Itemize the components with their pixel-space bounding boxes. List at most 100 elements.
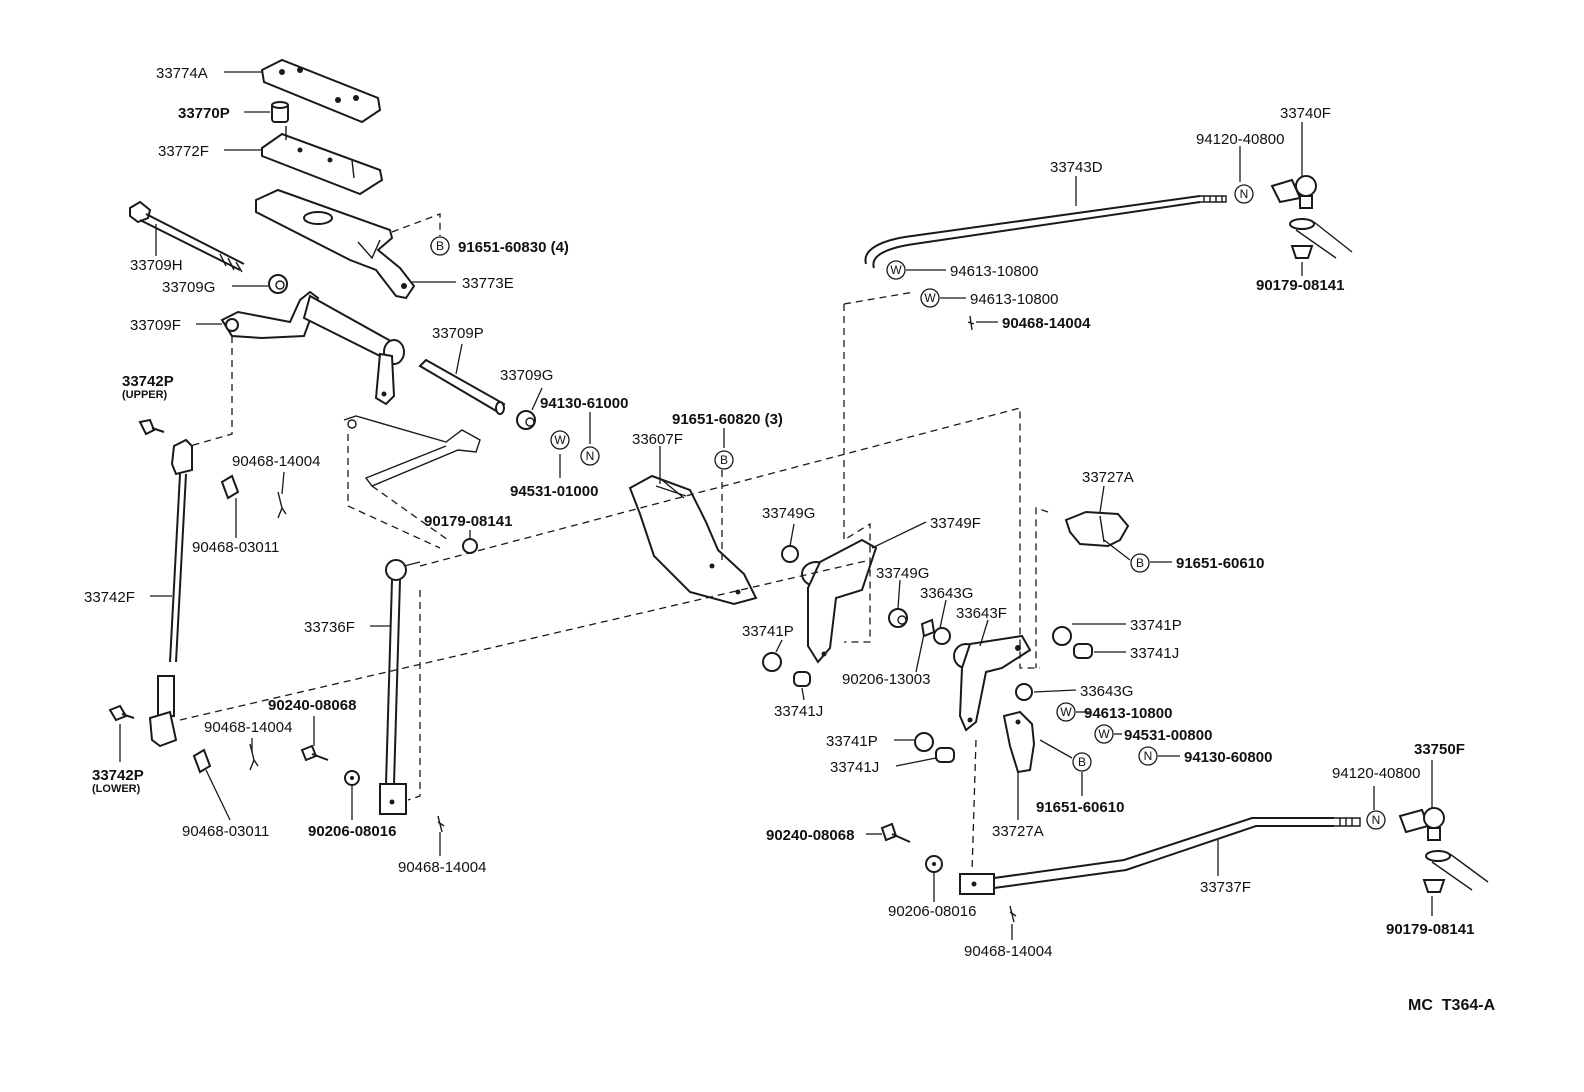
rod-33737F (959, 817, 1361, 895)
svg-text:W: W (924, 291, 936, 305)
label-33709H: 33709H (130, 257, 183, 274)
cotter-90468-14004-c (437, 815, 445, 833)
label-90179-08141-top: 90179-08141 (1256, 277, 1344, 294)
svg-text:W: W (1060, 705, 1072, 719)
assembly-guide-lines (179, 213, 1049, 873)
cotter-90468-14004-b (249, 743, 259, 771)
label-33741P-b: 33741P (1130, 617, 1182, 634)
washer-90206-08016-b (925, 855, 943, 873)
label-33750F: 33750F (1414, 741, 1465, 758)
grommet-90179-08141-mid (462, 538, 478, 554)
label-90468-14004-d: 90468-14004 (1002, 315, 1091, 332)
plate-33772F (261, 126, 384, 196)
bushing-33741P-c (914, 732, 934, 752)
svg-text:B: B (1136, 556, 1144, 570)
collar-33770P (271, 101, 289, 123)
bushing-33709G-top (268, 274, 288, 294)
washer-symbol-icon: W (1056, 702, 1076, 722)
label-90468-14004-a: 90468-14004 (232, 453, 320, 470)
svg-text:N: N (586, 449, 595, 463)
svg-text:N: N (1372, 813, 1381, 827)
label-33741J-c: 33741J (830, 759, 879, 776)
collar-33741J-b (1073, 643, 1093, 659)
washer-symbol-icon: W (920, 288, 940, 308)
bolt-symbol-icon: B (1130, 553, 1150, 573)
label-33709G-mid: 33709G (500, 367, 553, 384)
label-94531-01000: 94531-01000 (510, 483, 598, 500)
label-90240-08068-b: 90240-08068 (766, 827, 854, 844)
bolt-33709H (129, 200, 245, 273)
bolt-symbol-icon: B (430, 236, 450, 256)
label-33770P: 33770P (178, 105, 230, 122)
plate-33774A (260, 58, 382, 124)
bolt-90240-08068-b (880, 822, 911, 843)
label-90206-08016-b: 90206-08016 (888, 903, 976, 920)
label-90468-14004-c: 90468-14004 (398, 859, 486, 876)
clip-90468-03011-a (220, 474, 240, 500)
svg-text:B: B (720, 453, 728, 467)
label-94120-40800-top: 94120-40800 (1196, 131, 1284, 148)
label-33709P: 33709P (432, 325, 484, 342)
label-33749F: 33749F (930, 515, 981, 532)
clip-33643G-a (920, 618, 936, 638)
bushing-33741P-a (762, 652, 782, 672)
label-90468-03011-b: 90468-03011 (182, 823, 269, 840)
cotter-90468-14004-e (1009, 905, 1017, 923)
label-33772F: 33772F (158, 143, 209, 160)
label-90206-13003: 90206-13003 (842, 671, 930, 688)
rod-33743D (864, 195, 1227, 269)
bracket-33607F (628, 474, 758, 606)
label-94613-10800-b: 94613-10800 (970, 291, 1058, 308)
bolt-symbol-icon: B (1072, 752, 1092, 772)
rod-33742F (148, 438, 193, 748)
lever-33749F (781, 538, 878, 664)
label-33741P-c: 33741P (826, 733, 878, 750)
svg-text:N: N (1144, 749, 1153, 763)
svg-text:N: N (1240, 187, 1249, 201)
label-90468-14004-e: 90468-14004 (964, 943, 1052, 960)
balljoint-33750F (1398, 807, 1489, 893)
label-90179-08141-bot: 90179-08141 (1386, 921, 1474, 938)
label-33643G-a: 33643G (920, 585, 973, 602)
balljoint-33740F (1270, 175, 1353, 259)
label-94613-10800-c: 94613-10800 (1084, 705, 1172, 722)
diagram-code: MC T364-A (1408, 997, 1496, 1014)
label-33727A-bot: 33727A (992, 823, 1044, 840)
washer-symbol-icon: W (1094, 724, 1114, 744)
bushing-33741P-b (1052, 626, 1072, 646)
label-94531-00800: 94531-00800 (1124, 727, 1212, 744)
collar-33741J-c (935, 747, 955, 763)
label-33742F: 33742F (84, 589, 135, 606)
label-33727A-top: 33727A (1082, 469, 1134, 486)
svg-text:B: B (436, 239, 444, 253)
label-33741J-b: 33741J (1130, 645, 1179, 662)
label-94130-60800: 94130-60800 (1184, 749, 1272, 766)
clip-90468-03011-b (192, 748, 212, 774)
bolt-33742P-lower (108, 704, 135, 722)
label-33742P-lower-note: (LOWER) (92, 783, 141, 795)
bracket-33773E (255, 188, 416, 300)
label-90468-14004-b: 90468-14004 (204, 719, 292, 736)
label-33774A: 33774A (156, 65, 208, 82)
cotter-90468-14004-a (277, 491, 287, 519)
nut-symbol-icon: N (580, 446, 600, 466)
cotter-90468-14004-d (967, 315, 975, 331)
washer-symbol-icon: W (886, 260, 906, 280)
label-90468-03011-a: 90468-03011 (192, 539, 279, 556)
collar-33741J-a (793, 671, 811, 687)
bracket-33727A-top (1064, 510, 1130, 548)
label-33740F: 33740F (1280, 105, 1331, 122)
label-33741J-a: 33741J (774, 703, 823, 720)
svg-text:B: B (1078, 755, 1086, 769)
label-91651-60610-a: 91651-60610 (1176, 555, 1264, 572)
nut-symbol-icon: N (1234, 184, 1254, 204)
pin-33709P (418, 358, 506, 415)
bushing-33709G-mid (516, 410, 536, 430)
leader-lines (119, 71, 1433, 940)
label-94120-40800-bot: 94120-40800 (1332, 765, 1420, 782)
bolt-90240-08068-a (300, 744, 329, 762)
shaft-lever-33709F (220, 290, 405, 406)
label-33736F: 33736F (304, 619, 355, 636)
bushing-33643G-b (1015, 683, 1033, 701)
